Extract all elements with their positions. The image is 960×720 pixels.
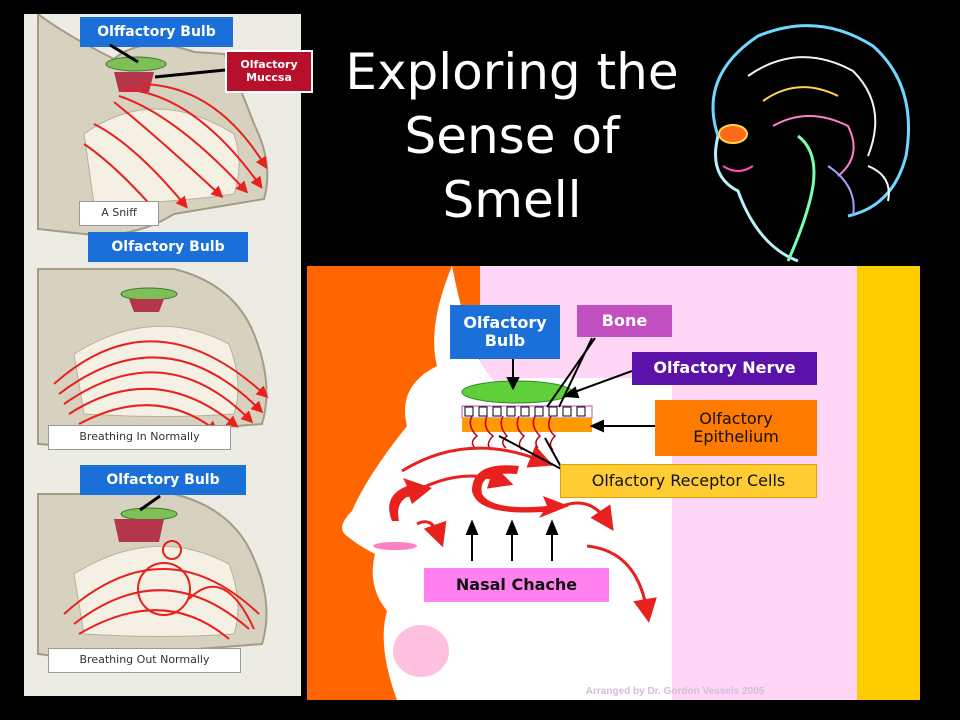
page-title: Exploring the Sense of Smell: [345, 43, 679, 229]
olfactory-nerve-label: Olfactory Nerve: [632, 352, 817, 385]
olfactory-bulb-label-bottom: Olfactory Bulb: [80, 465, 246, 495]
caption-a-sniff: A Sniff: [79, 201, 159, 226]
olfactory-bulb-label: Olfactory Bulb: [450, 305, 560, 359]
nasal-section-breathing-out: [37, 493, 268, 659]
credit-text: Arranged by Dr. Gordon Vessels 2005: [585, 686, 765, 697]
nasal-cache-label: Nasal Chache: [424, 568, 609, 602]
olfactory-epithelium-label: Olfactory Epithelium: [655, 400, 817, 456]
nasal-section-breathing-in: [37, 268, 269, 447]
left-top-pointer-lines: [109, 43, 226, 79]
olfactory-receptor-cells-label: Olfactory Receptor Cells: [560, 464, 817, 498]
olfactory-mucosa-label: Olfactory Muccsa: [225, 50, 313, 93]
olfactory-bulb-label-top: Olffactory Bulb: [80, 17, 233, 47]
caption-breathing-out: Breathing Out Normally: [48, 648, 241, 673]
brain-head-icon: [711, 24, 910, 263]
nasal-sections-panel: [24, 11, 301, 696]
nasal-sections-illustration: [37, 11, 269, 659]
bone-label: Bone: [577, 305, 672, 337]
nasal-section-sniff: [37, 11, 269, 236]
olfactory-bulb-label-middle: Olfactory Bulb: [88, 232, 248, 262]
caption-breathing-in: Breathing In Normally: [48, 425, 231, 450]
left-bottom-pointer-line: [139, 494, 161, 512]
